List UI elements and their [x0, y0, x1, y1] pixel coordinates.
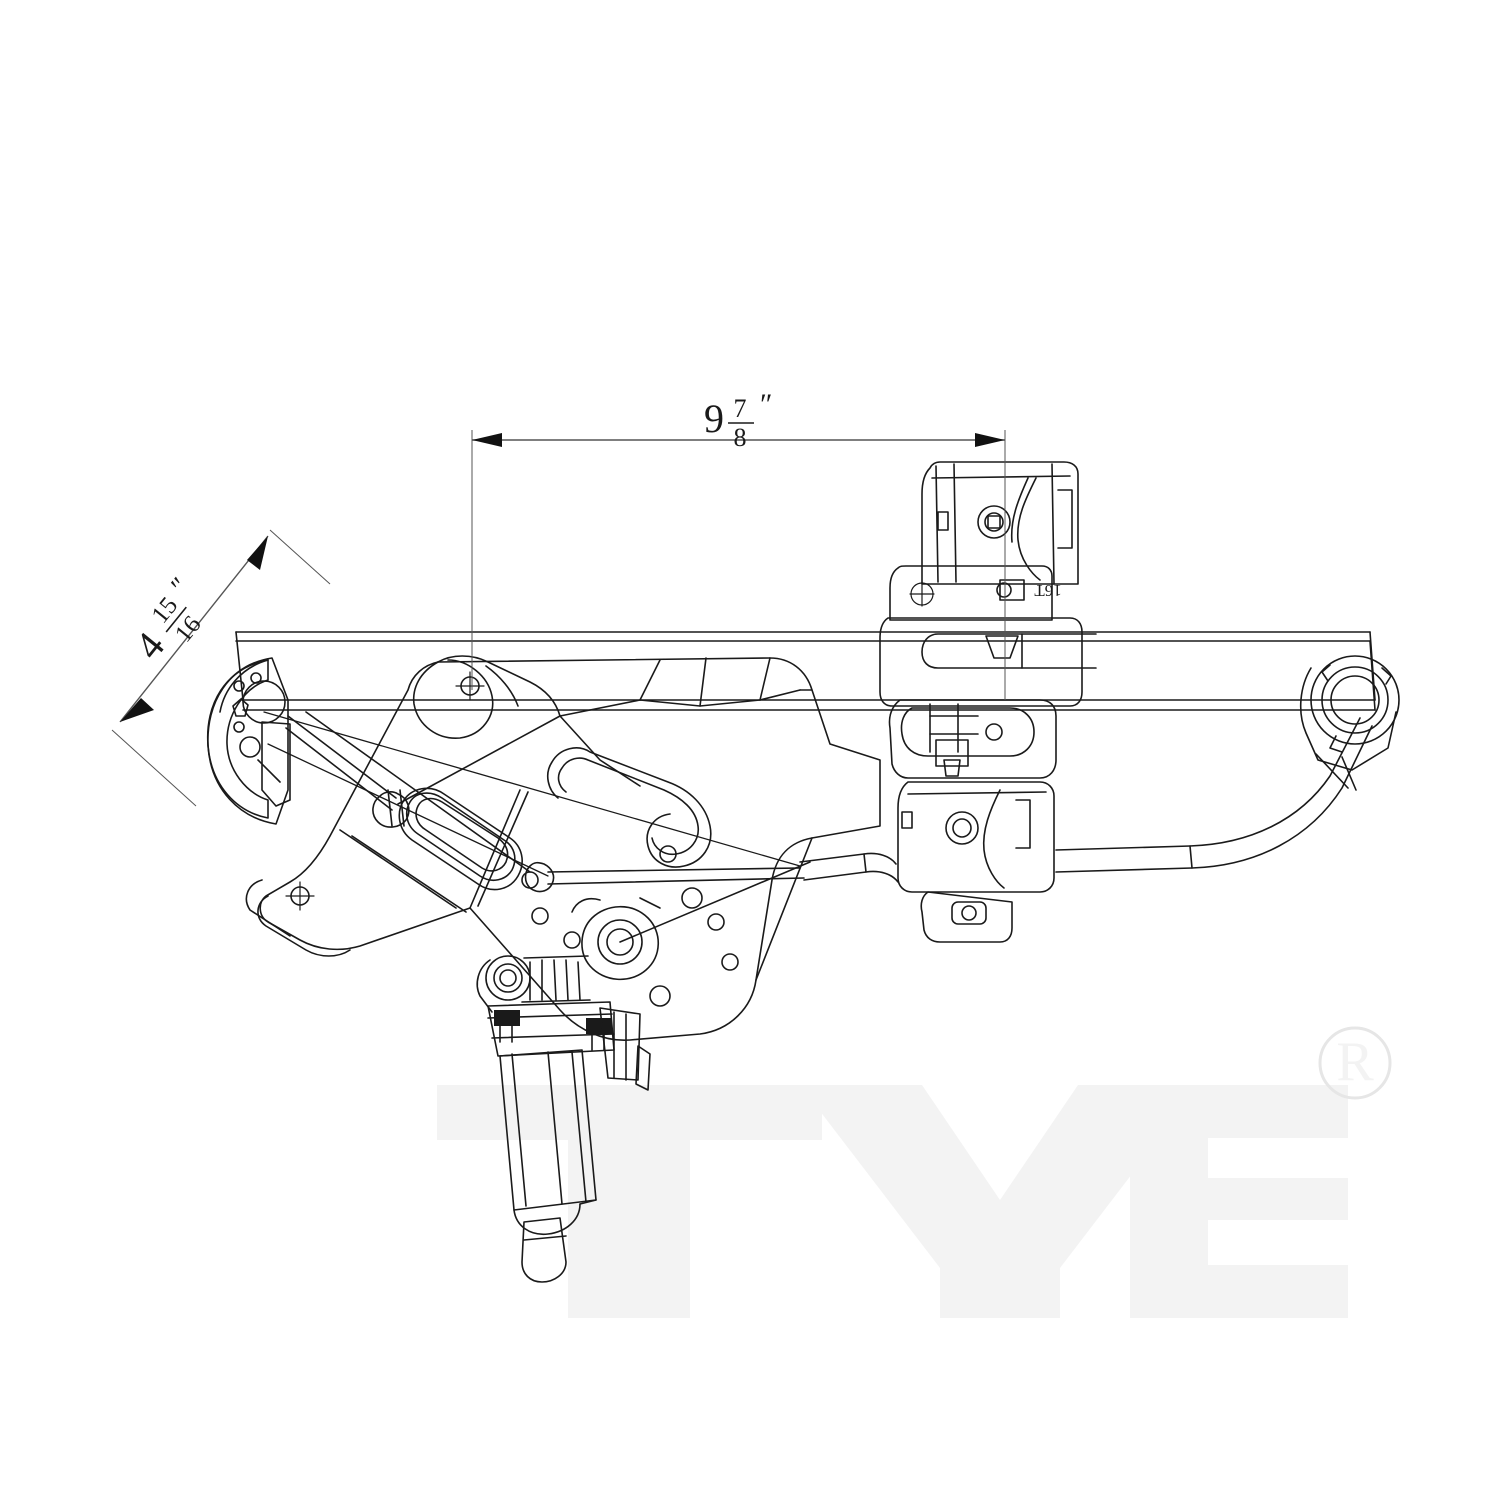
registered-trademark-icon: R: [1336, 1031, 1374, 1093]
cable-sheath: [799, 717, 1373, 883]
carrier-block: [879, 461, 1097, 943]
dimension-diagonal-whole: 4: [126, 624, 174, 668]
link-arm: [285, 711, 805, 893]
arrowhead-left: [472, 433, 502, 447]
registered-trademark-circle: [1318, 1026, 1392, 1100]
right-roller: [1299, 655, 1400, 791]
watermark-letter-y: [800, 1085, 1200, 1318]
dimension-horizontal-denominator: 8: [734, 423, 747, 452]
part-marking-label: 16T: [1034, 581, 1062, 600]
part-marking: 16T: [1034, 581, 1062, 600]
dimension-horizontal-whole: 9: [704, 396, 724, 441]
motor-assembly: [476, 955, 651, 1283]
left-pulley: [206, 657, 291, 825]
tyc-watermark: R: [437, 1026, 1392, 1318]
main-bracket: [245, 655, 881, 1041]
watermark-letter-t: [437, 1085, 822, 1318]
dimension-diagonal-unit: ″: [165, 572, 196, 601]
dimension-horizontal-unit: ″: [760, 388, 773, 421]
watermark-letter-c: [1130, 1085, 1348, 1318]
dimension-horizontal: 9 7 8 ″: [471, 388, 1006, 700]
arrowhead-lower: [120, 698, 154, 722]
arrowhead-upper: [247, 536, 268, 570]
cable-strands: [263, 711, 801, 877]
guide-rail: [235, 631, 1376, 711]
arrowhead-right: [975, 433, 1005, 447]
dimension-diagonal: 4 15 16 ″: [111, 529, 331, 807]
dimension-horizontal-numerator: 7: [734, 394, 747, 423]
